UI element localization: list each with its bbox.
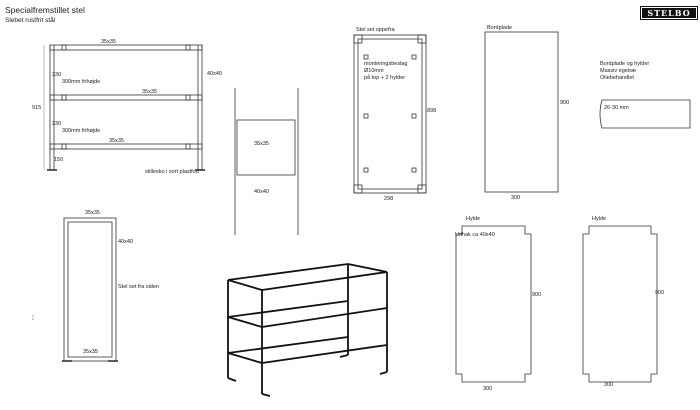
tabletop-width: 300 [511, 195, 521, 201]
side-dim-bottom: 35x35 [83, 349, 98, 355]
top-view-placement: på top + 2 hylder [364, 75, 406, 81]
shelf2-width: 300 [604, 382, 614, 388]
front-dim-top: 35x35 [101, 39, 116, 45]
isometric-frame [227, 263, 388, 397]
stelbo-logo: STELBO [640, 6, 698, 20]
page-subtitle: Slebet rustfrit stål [5, 17, 56, 24]
side-dim-top: 35x35 [85, 210, 100, 216]
tabletop-note-3: Oliebehandlet [600, 75, 634, 81]
side-dim-side: 40x40 [118, 239, 133, 245]
side-view-frame [62, 217, 118, 362]
front-dim-low: 35x35 [109, 138, 124, 144]
front-note1: 300mm frihøjde [62, 79, 101, 85]
front-foot: 150 [54, 157, 64, 163]
front-gap2: 330 [52, 121, 62, 127]
front-height: 915 [32, 105, 42, 111]
front-gap1: 330 [52, 72, 62, 78]
top-view-label: Stel set oppefra [356, 27, 395, 33]
shelf1-label: Hylde [466, 216, 481, 222]
page-title: Specialfremstillet stel [5, 5, 85, 15]
tabletop-note-1: Bordplade og hylder [600, 61, 650, 67]
tabletop-outline [484, 31, 559, 193]
front-view-frame [43, 44, 205, 171]
side-view-label: Stel set fra siden [118, 284, 159, 290]
front-feet-note: stillesko i sort plastfod [145, 169, 199, 175]
top-view-mount: monteringsbeslag [364, 61, 408, 67]
shelf1-height: 900 [532, 292, 542, 298]
tabletop-height: 900 [560, 100, 570, 106]
shelf1-notch: Udhak ca 40x40 [455, 232, 495, 238]
front-dim-side: 40x40 [207, 71, 222, 77]
top-view-depth: 898 [427, 108, 437, 114]
tabletop-note-2: Massiv egetræ [600, 68, 637, 74]
shelf2-label: Hylde [592, 216, 607, 222]
section-view [234, 88, 299, 235]
top-view-diameter: Ø10mm [364, 68, 384, 74]
tabletop-label: Bordplade [487, 25, 513, 31]
section-inner-dim: 35x35 [254, 141, 269, 147]
front-note2: 300mm frihøjde [62, 128, 101, 134]
top-view-width: 298 [384, 196, 394, 202]
shelf2-height: 900 [655, 290, 665, 296]
tabletop-thickness: 26-30 mm [604, 105, 629, 111]
shelf2-outline [582, 225, 658, 383]
shelf1-outline [455, 225, 532, 383]
shelf1-width: 300 [483, 386, 493, 392]
top-view-frame [353, 34, 427, 194]
tabletop-profile [599, 99, 691, 129]
section-outer-dim: 40x40 [254, 189, 269, 195]
front-dim-mid: 35x35 [142, 89, 157, 95]
